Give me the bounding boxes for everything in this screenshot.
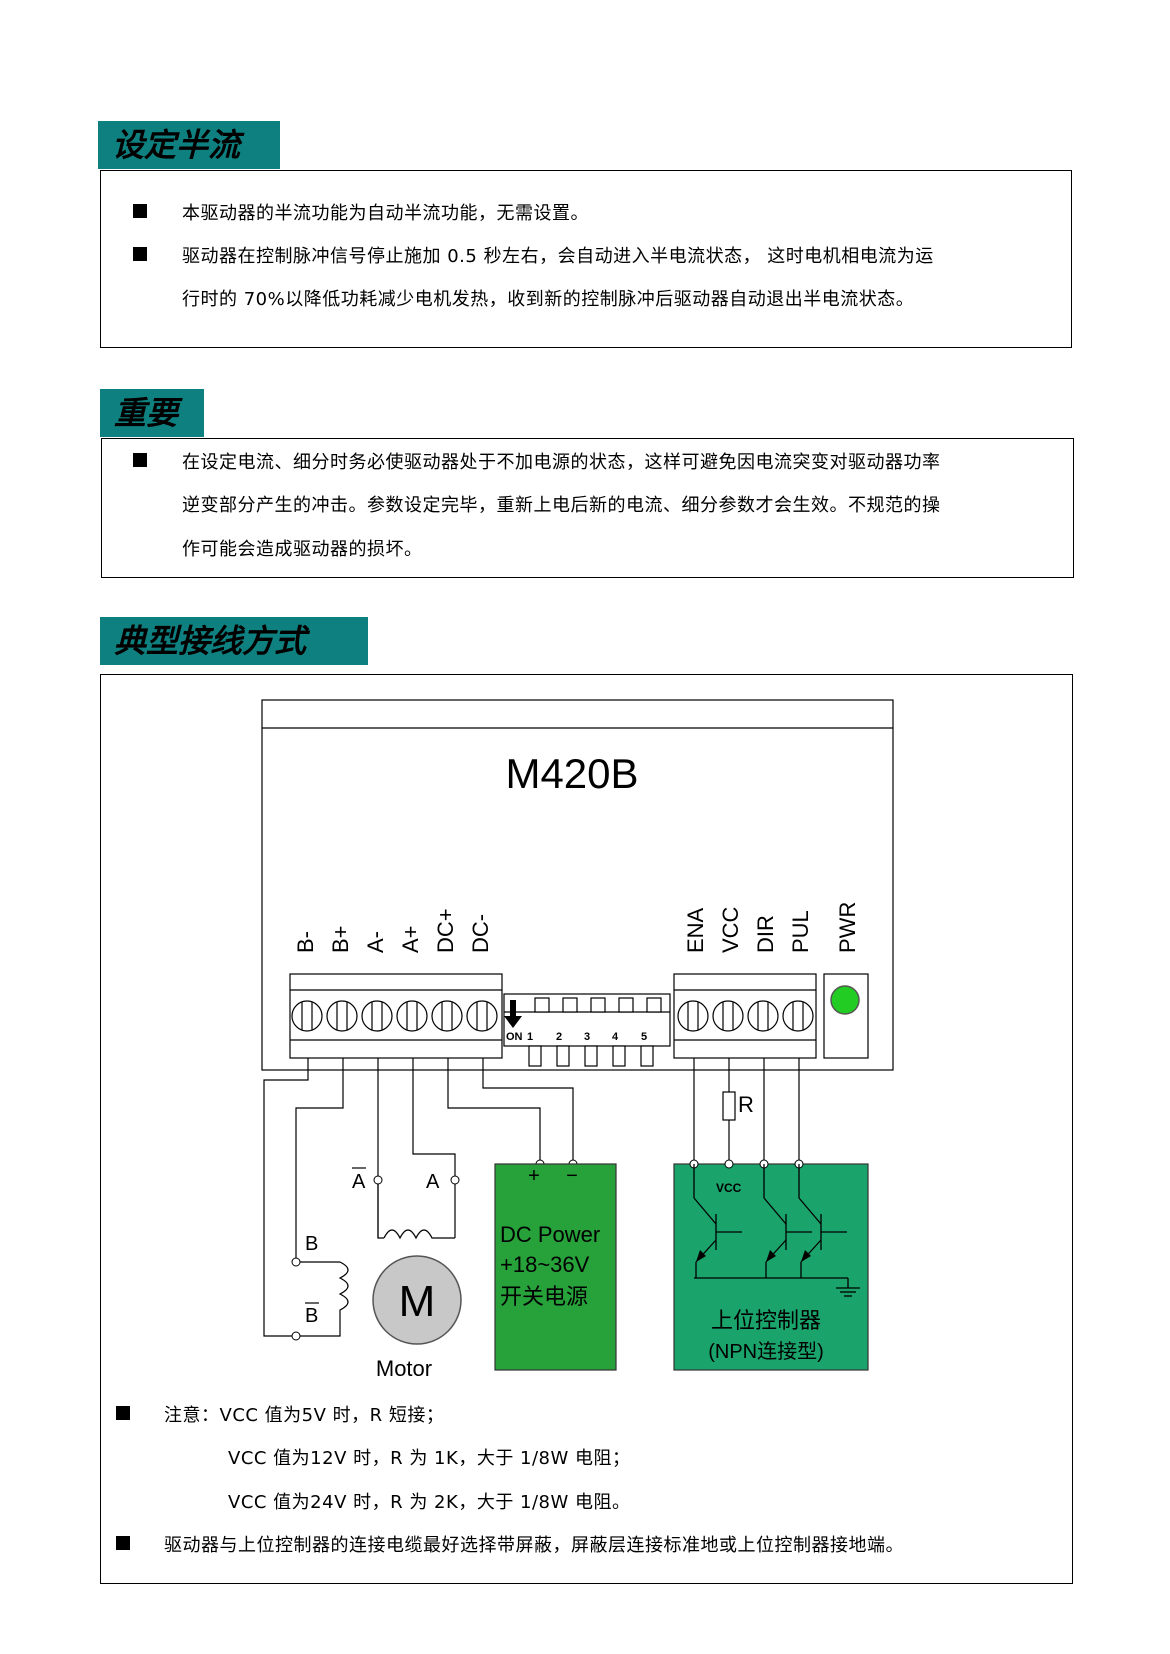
terminal-label-a-plus: A+ (398, 925, 423, 953)
dip-number: 4 (612, 1031, 619, 1043)
motor-m-label: M (399, 1277, 436, 1326)
dc-power-box (494, 1163, 617, 1371)
section-heading-wiring: 典型接线方式 (100, 617, 368, 665)
motor-wires (263, 1058, 574, 1337)
controller-vcc-label: VCC (716, 1181, 742, 1195)
important-line-1: 在设定电流、细分时务必使驱动器处于不加电源的状态，这样可避免因电流突变对驱动器功… (182, 452, 941, 473)
terminal-label-pul: PUL (788, 910, 813, 953)
half-current-item-2-line-1: 驱动器在控制脉冲信号停止施加 0.5 秒左右，会自动进入半电流状态， 这时电机相… (182, 246, 934, 267)
terminal-label-a-minus: A- (363, 931, 388, 953)
terminal-label-dir: DIR (753, 915, 778, 953)
bullet (116, 1536, 130, 1550)
model-label: M420B (505, 750, 638, 797)
motor-label-b: B (305, 1233, 318, 1255)
motor-label-a-bar: A (352, 1171, 366, 1193)
controller-line-2: (NPN连接型) (708, 1340, 824, 1363)
dc-power-line-1: DC Power (500, 1222, 600, 1247)
half-current-item-1: 本驱动器的半流功能为自动半流功能，无需设置。 (182, 203, 589, 224)
controller-box (673, 1163, 869, 1371)
dc-power-minus: − (566, 1165, 578, 1187)
motor-label-b-bar: B (305, 1305, 318, 1327)
dip-number: 1 (527, 1031, 533, 1043)
terminal-label-vcc: VCC (718, 906, 743, 953)
important-box (101, 438, 1074, 578)
note-2: VCC 值为12V 时，R 为 1K，大于 1/8W 电阻； (228, 1448, 631, 1469)
note-1: 注意：VCC 值为5V 时，R 短接； (164, 1405, 445, 1426)
bullet (133, 247, 147, 261)
right-terminal-block (673, 973, 817, 1059)
dc-power-line-3: 开关电源 (500, 1284, 588, 1309)
motor-label: Motor (376, 1356, 432, 1381)
dc-power-line-2: +18~36V (500, 1252, 590, 1277)
terminal-label-b-plus: B+ (328, 925, 353, 953)
terminal-label-ena: ENA (683, 907, 708, 953)
pwr-led (830, 985, 860, 1015)
transistors (693, 1164, 860, 1297)
motor-label-a: A (426, 1171, 440, 1193)
dip-on-label: ON (506, 1031, 523, 1043)
bullet (116, 1406, 130, 1420)
motor-icon (372, 1255, 462, 1345)
wiring-box (100, 674, 1073, 1584)
note-3: VCC 值为24V 时，R 为 2K，大于 1/8W 电阻。 (228, 1492, 631, 1513)
bullet (133, 204, 147, 218)
terminal-label-b-minus: B- (293, 931, 318, 953)
note-4: 驱动器与上位控制器的连接电缆最好选择带屏蔽，屏蔽层连接标准地或上位控制器接地端。 (164, 1535, 904, 1556)
section-heading-important: 重要 (100, 389, 204, 437)
controller-line-1: 上位控制器 (711, 1308, 821, 1333)
terminal-label-dc-plus: DC+ (433, 908, 458, 953)
important-line-3: 作可能会造成驱动器的损坏。 (182, 539, 423, 560)
dip-number: 2 (556, 1031, 562, 1043)
terminal-label-dc-minus: DC- (468, 914, 493, 953)
left-terminal-block (289, 973, 503, 1059)
half-current-item-2-line-2: 行时的 70%以降低功耗减少电机发热，收到新的控制脉冲后驱动器自动退出半电流状态… (182, 289, 915, 310)
bullet (133, 453, 147, 467)
terminal-label-pwr: PWR (835, 902, 860, 953)
half-current-box (100, 170, 1072, 348)
dip-number: 3 (584, 1031, 590, 1043)
dip-number: 5 (641, 1031, 647, 1043)
resistor-label: R (738, 1092, 754, 1117)
section-heading-half-current: 设定半流 (98, 121, 280, 169)
dc-power-plus: + (528, 1165, 540, 1187)
dip-switch (503, 993, 671, 1067)
important-line-2: 逆变部分产生的冲击。参数设定完毕，重新上电后新的电流、细分参数才会生效。不规范的… (182, 495, 941, 516)
controller-wires (693, 1058, 800, 1164)
